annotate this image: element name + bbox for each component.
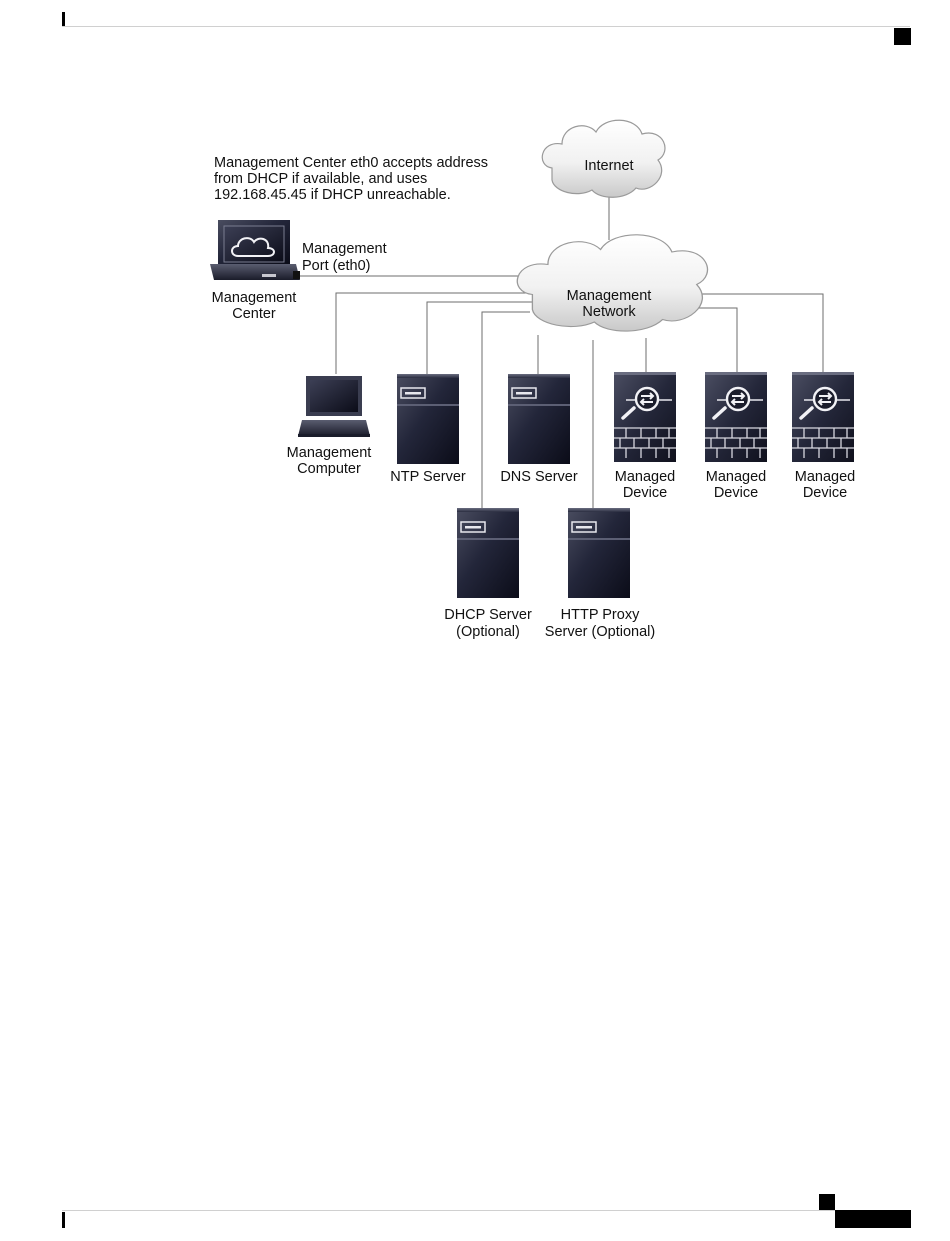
header-marker (894, 28, 911, 45)
management-center-label-line2: Center (232, 306, 276, 322)
header-tick (62, 12, 65, 26)
dhcp-server-icon (456, 507, 520, 599)
management-computer-icon (298, 376, 370, 437)
managed-device-3-label-line2: Device (803, 485, 847, 501)
http-proxy-label-line2: Server (Optional) (545, 624, 655, 640)
management-computer-link (335, 292, 530, 374)
footer-rule (62, 1210, 910, 1211)
ntp-server-label: NTP Server (390, 469, 466, 485)
management-network-label-line2: Network (582, 304, 636, 320)
management-port-label-line1: Management (302, 241, 387, 257)
managed-device-2-link (690, 307, 738, 372)
managed-device-3-link (683, 293, 824, 372)
managed-device-3-label-line1: Managed (795, 469, 855, 485)
connection-lines (299, 194, 824, 508)
ntp-server-icon (396, 373, 460, 465)
note-line-3: 192.168.45.45 if DHCP unreachable. (214, 187, 451, 203)
managed-device-1-icon (612, 370, 678, 464)
managed-device-1-label-line1: Managed (615, 469, 675, 485)
http-proxy-server-icon (567, 507, 631, 599)
management-center-icon (210, 220, 300, 280)
managed-device-2-icon (703, 370, 769, 464)
managed-device-2-label-line2: Device (714, 485, 758, 501)
management-network-label-line1: Management (567, 288, 652, 304)
managed-device-3-icon (790, 370, 856, 464)
management-port-label-line2: Port (eth0) (302, 258, 371, 274)
management-center-label-line1: Management (212, 290, 297, 306)
footer-tick (62, 1212, 65, 1228)
footer-marker (819, 1194, 835, 1210)
note-line-2: from DHCP if available, and uses (214, 171, 427, 187)
dns-server-icon (507, 373, 571, 465)
management-computer-label-line1: Management (287, 445, 372, 461)
internet-label: Internet (584, 158, 633, 174)
managed-device-1-label-line2: Device (623, 485, 667, 501)
ntp-link (426, 301, 536, 374)
footer-page-tab (835, 1210, 911, 1228)
dns-server-label: DNS Server (500, 469, 578, 485)
management-computer-label-line2: Computer (297, 461, 361, 477)
http-proxy-label-line1: HTTP Proxy (561, 607, 640, 623)
dhcp-server-label-line2: (Optional) (456, 624, 520, 640)
dhcp-link (481, 311, 530, 508)
dhcp-server-label-line1: DHCP Server (444, 607, 532, 623)
managed-device-2-label-line1: Managed (706, 469, 766, 485)
note-line-1: Management Center eth0 accepts address (214, 155, 488, 171)
header-rule (62, 26, 910, 27)
